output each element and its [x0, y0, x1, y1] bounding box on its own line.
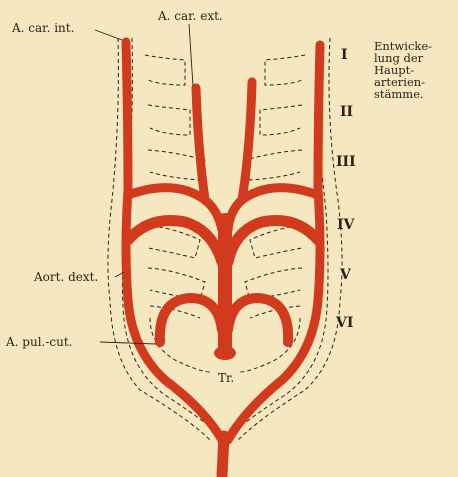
arch-II-right — [260, 105, 302, 135]
figure-caption: Entwicke- lung der Haupt- arterien- stäm… — [374, 40, 432, 100]
descending-aorta — [222, 436, 224, 475]
label-aorta-dextra: Aort. dext. — [34, 271, 98, 283]
label-carotis-interna: A. car. int. — [12, 22, 74, 34]
arch-label-V: V — [340, 268, 351, 282]
label-pulmo-cutanea: A. pul.-cut. — [6, 336, 73, 348]
arch-label-III: III — [336, 155, 356, 169]
external-carotid-right — [242, 82, 252, 200]
arch-label-I: I — [341, 48, 348, 62]
truncus-arteriosus — [214, 346, 236, 360]
arch-IV-vessel-left — [128, 220, 222, 262]
label-carotis-externa: A. car. ext. — [158, 10, 223, 22]
arch-I-left — [145, 55, 185, 85]
arch-label-VI: VI — [336, 316, 353, 330]
arch-VI-vessel-right — [228, 298, 288, 342]
arch-III-right — [245, 150, 302, 180]
arch-label-IV: IV — [337, 218, 354, 232]
arch-I-right — [265, 55, 305, 85]
arch-VI-vessel-left — [160, 298, 222, 342]
label-truncus: Tr. — [218, 372, 234, 384]
arch-label-II: II — [340, 105, 353, 119]
external-carotid-left — [196, 88, 205, 200]
arch-IV-vessel-right — [228, 220, 318, 262]
arch-II-left — [148, 105, 190, 135]
